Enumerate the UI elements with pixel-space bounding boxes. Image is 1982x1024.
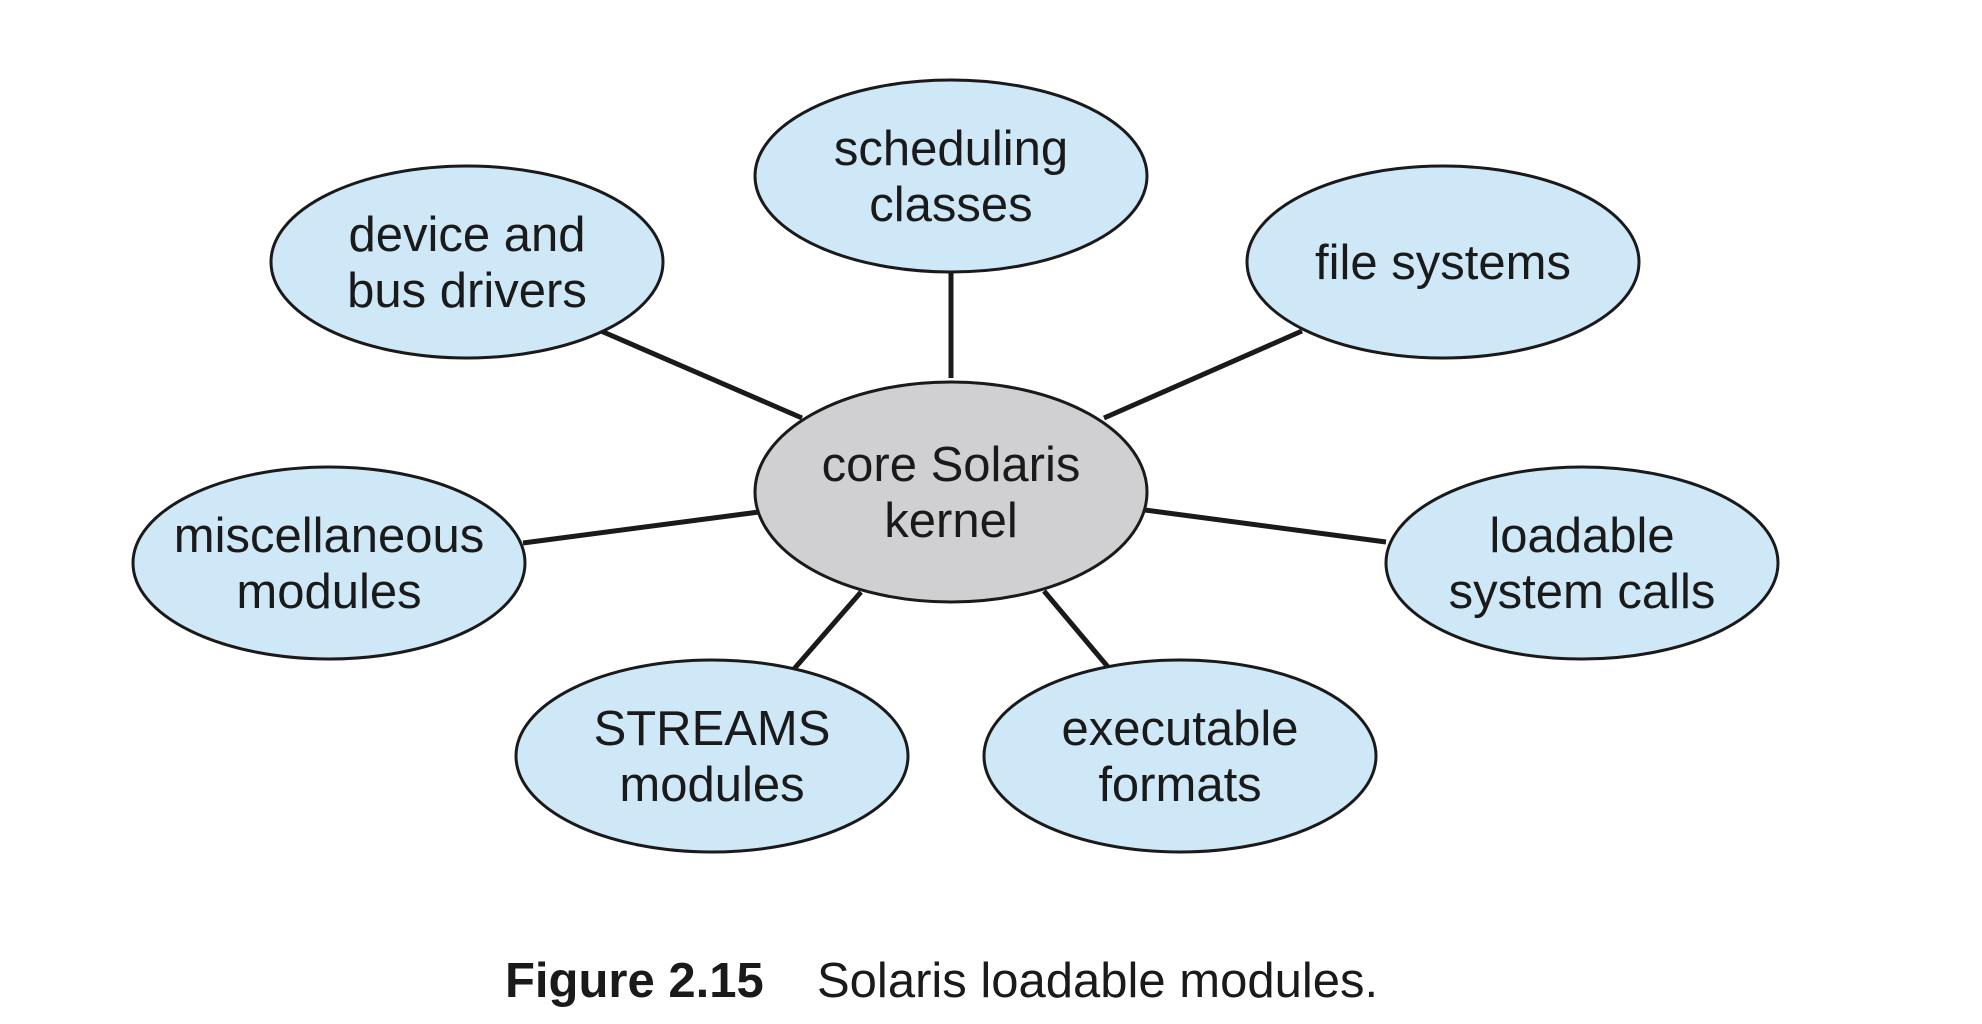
caption-text: Solaris loadable modules.	[817, 954, 1378, 1008]
node-label-drivers-line-2: bus drivers	[347, 264, 587, 318]
node-label-misc-line-1: miscellaneous	[174, 509, 485, 563]
node-label-executable-line-1: executable	[1061, 702, 1298, 756]
node-label-core-line-1: core Solaris	[822, 438, 1081, 492]
node-label-filesystems-line-1: file systems	[1315, 236, 1571, 290]
node-ellipse-executable	[982, 658, 1378, 854]
node-label-core-line-2: kernel	[884, 494, 1017, 548]
edge-core-filesystems	[1102, 328, 1304, 421]
node-ellipse-scheduling	[753, 78, 1149, 274]
node-ellipse-streams	[514, 658, 910, 854]
node-label-misc-line-2: modules	[236, 565, 421, 619]
node-label-syscalls-line-2: system calls	[1449, 565, 1716, 619]
node-label-drivers-line-1: device and	[348, 208, 585, 262]
node-label-streams-line-1: STREAMS	[594, 702, 831, 756]
node-ellipse-core	[753, 380, 1149, 604]
node-label-syscalls-line-1: loadable	[1489, 509, 1674, 563]
node-label-executable-line-2: formats	[1098, 758, 1261, 812]
node-label-scheduling-line-1: scheduling	[834, 122, 1068, 176]
edge-core-drivers	[600, 328, 803, 421]
node-ellipse-misc	[131, 465, 527, 661]
node-label-streams-line-2: modules	[619, 758, 804, 812]
node-ellipse-drivers	[269, 164, 665, 360]
node-filesystems: file systems	[1245, 164, 1641, 360]
figure-caption: Figure 2.15 Solaris loadable modules.	[505, 954, 1378, 1008]
edges-layer	[522, 272, 1387, 671]
caption-number: Figure 2.15	[505, 954, 764, 1008]
node-ellipse-filesystems	[1245, 164, 1641, 360]
node-ellipse-syscalls	[1384, 465, 1780, 661]
edge-core-executable	[1042, 589, 1110, 669]
edge-core-misc	[522, 509, 760, 546]
edge-core-syscalls	[1144, 507, 1387, 545]
node-label-scheduling-line-2: classes	[869, 178, 1032, 232]
edge-core-streams	[792, 590, 863, 671]
